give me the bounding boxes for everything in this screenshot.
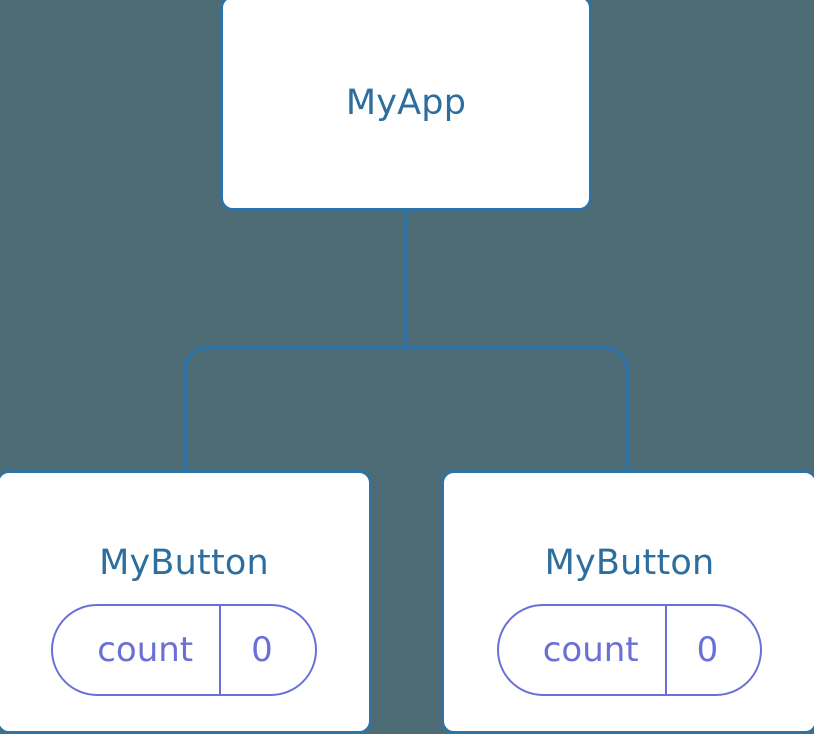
- tree-node-child-1[interactable]: MyButton count 0: [441, 470, 814, 734]
- node-title-root: MyApp: [345, 82, 467, 123]
- state-value-child-0: 0: [251, 630, 273, 671]
- state-pill-divider-child-1: [664, 606, 667, 695]
- state-key-child-1: count: [542, 630, 639, 671]
- edge-bus-to-child-1: [406, 346, 629, 472]
- state-pill-child-1[interactable]: count 0: [496, 604, 763, 697]
- state-pill-child-0[interactable]: count 0: [51, 604, 317, 697]
- state-key-child-0: count: [97, 630, 194, 671]
- node-title-child-0: MyButton: [99, 542, 269, 583]
- tree-node-child-0[interactable]: MyButton count 0: [0, 470, 372, 734]
- state-value-child-1: 0: [696, 630, 719, 671]
- state-pill-divider-child-0: [219, 606, 222, 695]
- node-title-child-1: MyButton: [544, 542, 715, 583]
- tree-node-root[interactable]: MyApp: [220, 0, 592, 211]
- edge-bus-to-child-0: [183, 346, 406, 472]
